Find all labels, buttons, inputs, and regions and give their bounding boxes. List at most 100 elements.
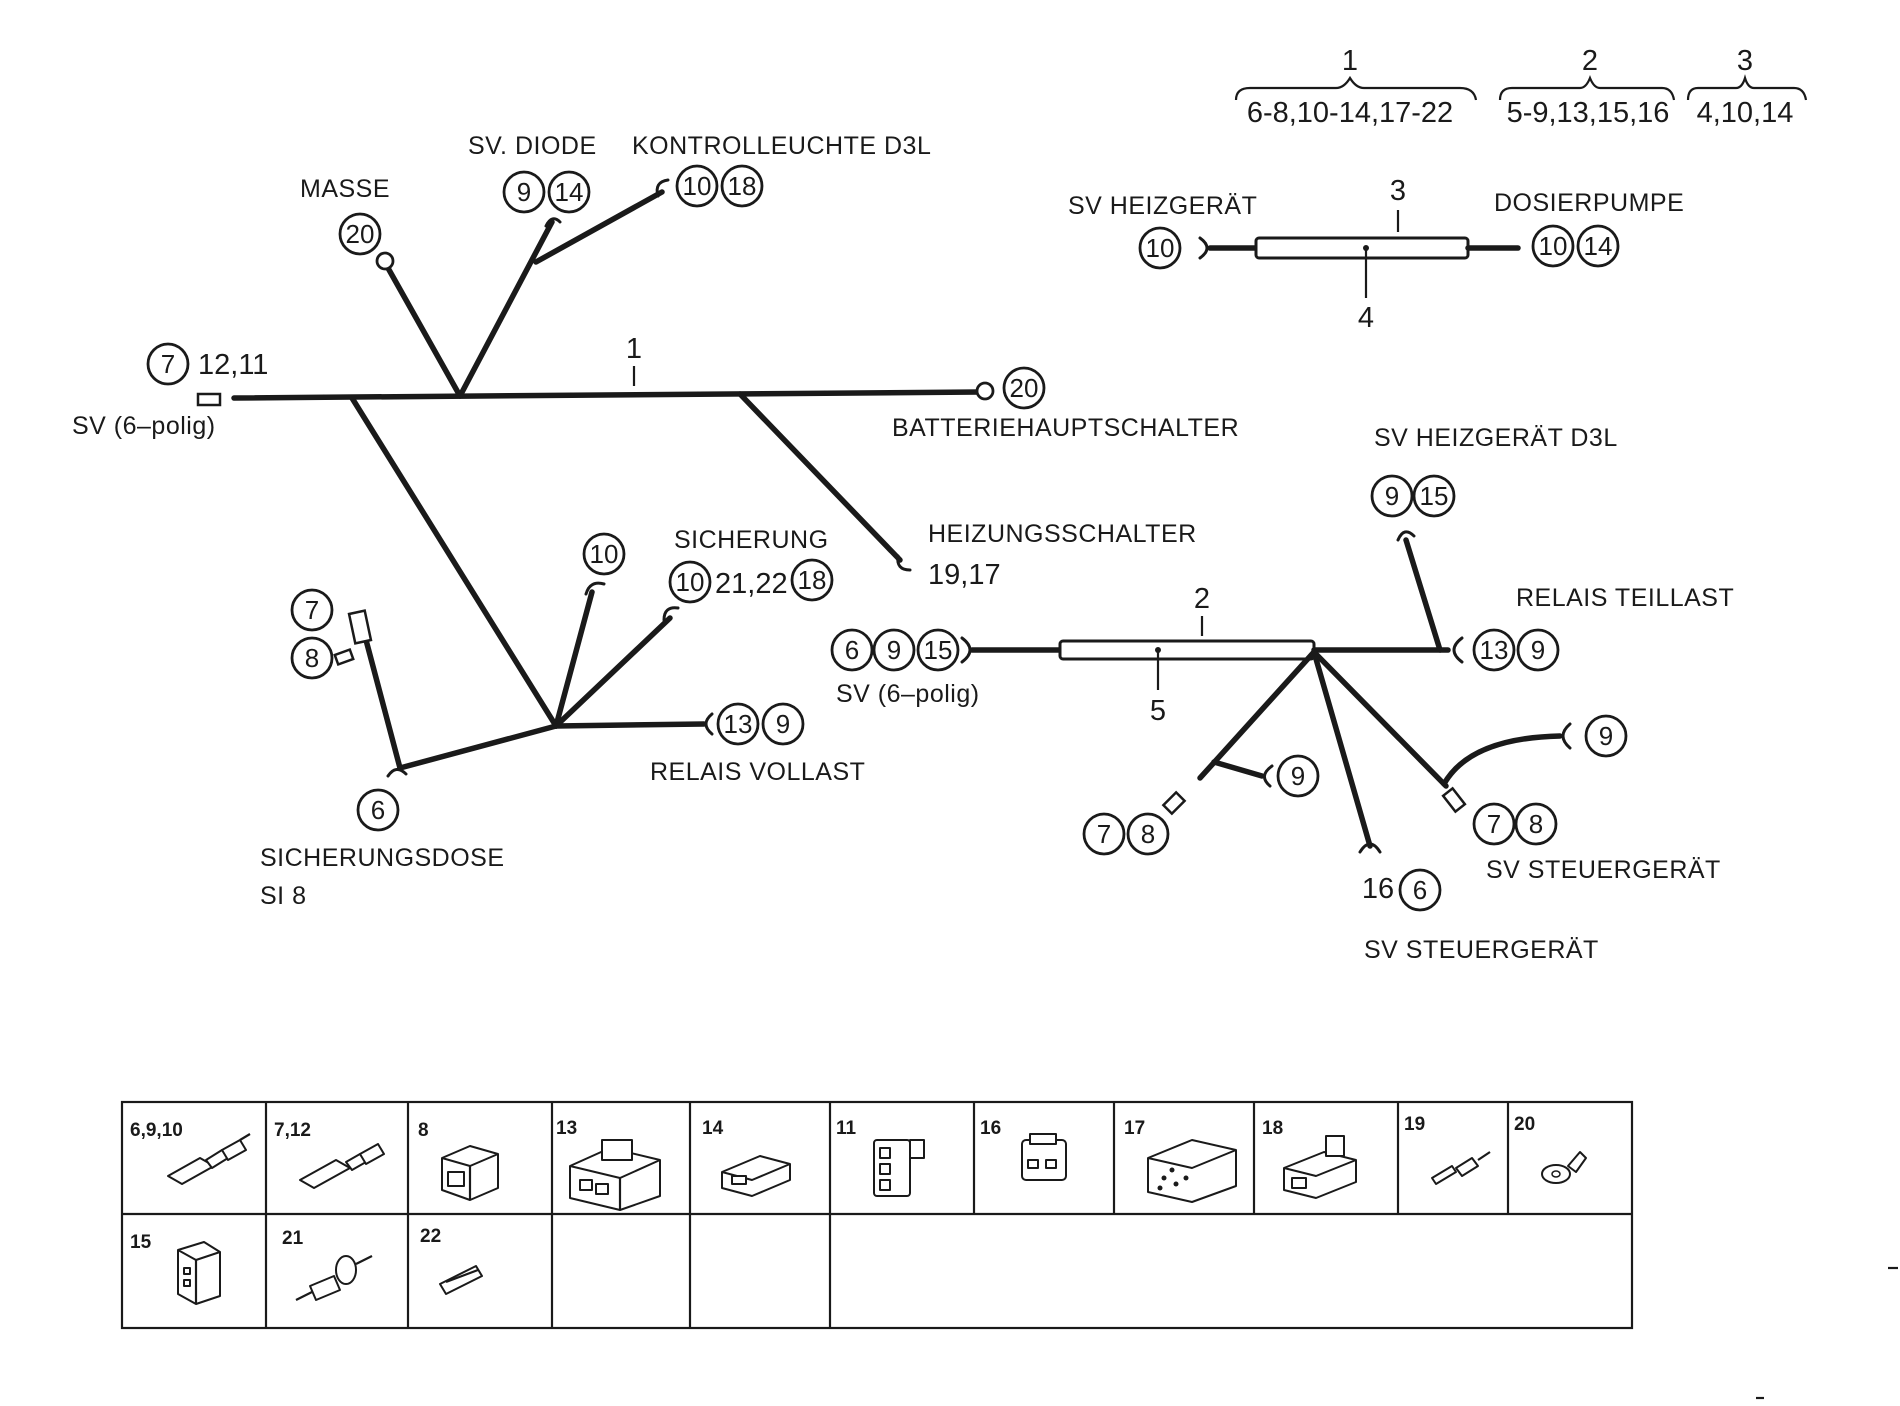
part-circle [1138, 226, 1182, 270]
single-housing-small-icon [1283, 1135, 1357, 1199]
part-cell-label: 17 [1124, 1118, 1145, 1139]
part-circle [761, 702, 805, 746]
sicherung-parts: 21,22 [715, 568, 788, 600]
h1-branch-down-left [349, 395, 559, 729]
h2-right9-terminal [1561, 722, 1572, 750]
part-circle [502, 170, 546, 214]
sv-steuergeraet-right-label: SV STEUERGERÄT [1486, 856, 1721, 884]
part-number: 18 [728, 171, 757, 201]
part-number: 14 [1584, 231, 1613, 261]
part-circle [356, 788, 400, 832]
part-circle [1276, 754, 1320, 798]
h1-dose-connector-8 [333, 647, 355, 667]
part-number: 6 [1413, 875, 1427, 905]
part-circle [1516, 628, 1560, 672]
harness-3-sleeve [1254, 236, 1470, 260]
h1-batterie-circles: 20 [1002, 366, 1046, 410]
glass-fuse-icon [439, 1265, 483, 1295]
legend-brace-1 [1234, 75, 1478, 101]
part-circle [1472, 628, 1516, 672]
h1-masse-eyelet [375, 251, 395, 271]
part-number: 7 [161, 349, 175, 379]
legend-group-2-number: 2 [1582, 45, 1598, 77]
legend-brace-2 [1498, 75, 1676, 101]
part-circle [1126, 812, 1170, 856]
h1-diode-circles: 9 14 [502, 170, 591, 214]
harness-1-number: 1 [626, 333, 642, 365]
h2-dot [1155, 647, 1161, 653]
round-pin-icon [1431, 1151, 1491, 1185]
h2-branch-right [1311, 649, 1449, 789]
part-number: 13 [1480, 635, 1509, 665]
si8-label: SI 8 [260, 882, 306, 910]
h1-masse-circles: 20 [338, 212, 382, 256]
legend-group-3-number: 3 [1737, 45, 1753, 77]
h1-branch-masse [385, 265, 463, 399]
part-circle [716, 702, 760, 746]
single-housing-icon [441, 1145, 499, 1201]
legend-group-2-range: 5-9,13,15,16 [1507, 97, 1670, 129]
part-number: 6 [845, 635, 859, 665]
part-number: 7 [1097, 819, 1111, 849]
part-circle [790, 558, 834, 602]
part-cell-label: 6,9,10 [130, 1120, 183, 1141]
part-number: 7 [1487, 809, 1501, 839]
two-pin-housing-icon [721, 1155, 791, 1197]
h2-left9-circles: 9 [1276, 754, 1320, 798]
part-number: 6 [371, 795, 385, 825]
h2-branch-heiz [1403, 537, 1443, 653]
ring-terminal-icon [1541, 1151, 1587, 1184]
multi-pin-block-icon [1147, 1139, 1237, 1203]
h2-bottom-terminal [1358, 842, 1382, 854]
h1-branch-diode [457, 219, 555, 399]
h1-dose-circles: 7 8 6 [290, 588, 400, 832]
plug-housing-icon [1021, 1133, 1067, 1181]
part-cell-label: 19 [1404, 1114, 1425, 1135]
h1-sicherung-terminal [662, 606, 680, 622]
part-circle [146, 342, 190, 386]
part-circle [1002, 366, 1046, 410]
legend-group-1-range: 6-8,10-14,17-22 [1247, 97, 1453, 129]
h1-diode-terminal [544, 217, 562, 228]
h2-branch-left [1197, 649, 1317, 781]
h2-heiz-circles: 9 15 [1370, 474, 1456, 518]
part-number: 13 [724, 709, 753, 739]
part-number: 10 [1146, 233, 1175, 263]
multi-housing-icon [569, 1139, 661, 1211]
part-number: 18 [798, 565, 827, 595]
three-pin-socket-icon [177, 1241, 221, 1305]
dosierpumpe-label: DOSIERPUMPE [1494, 189, 1684, 217]
part-number: 8 [1529, 809, 1543, 839]
legend-group-1-number: 1 [1342, 45, 1358, 77]
sv-heizgeraet-d3l-label: SV HEIZGERÄT D3L [1374, 424, 1618, 452]
h1-sv6-label: SV (6–polig) [72, 412, 216, 440]
part-circle [1584, 714, 1628, 758]
h1-dose-connector-7 [347, 609, 373, 645]
part-cell-label: 15 [130, 1232, 152, 1253]
part-cell-label: 13 [556, 1118, 577, 1139]
h2-right78-circles: 7 8 [1472, 802, 1558, 846]
part-number: 9 [1291, 761, 1305, 791]
part-cell-label: 14 [702, 1118, 724, 1139]
heizungsschalter-label: HEIZUNGSSCHALTER [928, 520, 1197, 548]
fuse-holder-icon [295, 1255, 373, 1301]
legend: 1 6-8,10-14,17-22 2 5-9,13,15,16 3 4,10,… [1234, 45, 1808, 129]
h1-sv6-parts: 12,11 [198, 349, 268, 381]
part-circle [582, 532, 626, 576]
h2-bottom-part: 16 [1362, 873, 1394, 905]
part-number: 10 [1539, 231, 1568, 261]
part-circle [916, 628, 960, 672]
h2-left9-terminal [1263, 764, 1274, 788]
sv-diode-label: SV. DIODE [468, 132, 597, 160]
legend-group-3-range: 4,10,14 [1697, 97, 1794, 129]
h1-sv6-connector [196, 392, 222, 407]
h2-heiz-terminal [1396, 530, 1416, 542]
h1-heizungsschalter-terminal [896, 554, 912, 572]
harness-3-sub-number: 4 [1358, 302, 1374, 334]
h1-vollast-circles: 13 9 [716, 702, 805, 746]
h2-left78-circles: 7 8 [1082, 812, 1170, 856]
h2-left78-connector [1161, 790, 1187, 816]
part-number: 7 [305, 595, 319, 625]
h1-branch-kontroll [533, 189, 665, 265]
